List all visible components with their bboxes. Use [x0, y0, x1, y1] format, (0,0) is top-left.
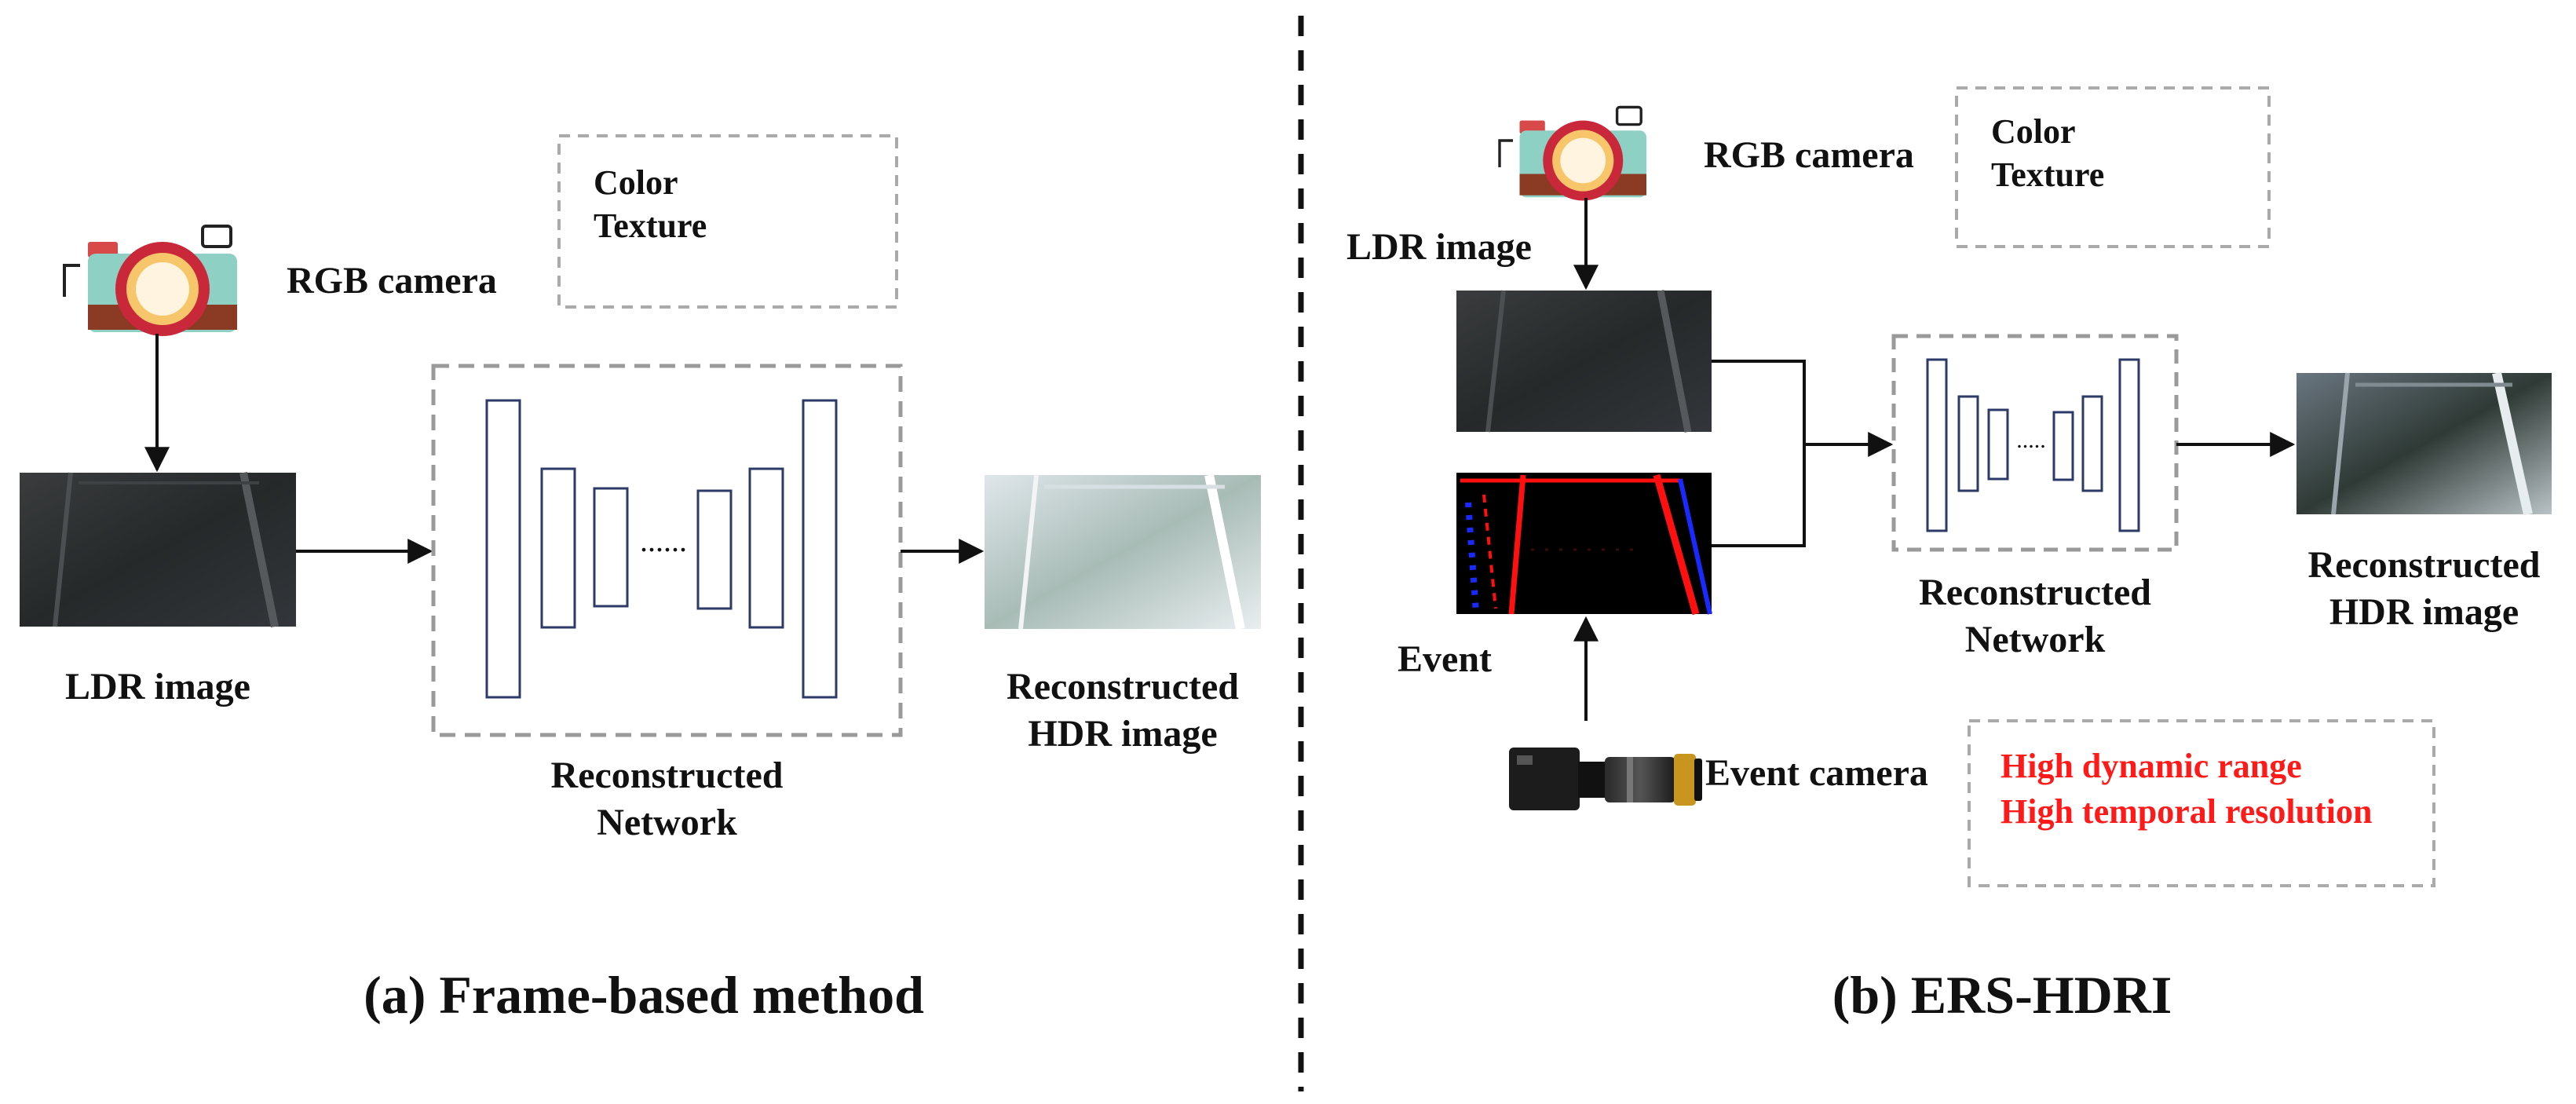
rgb-camera-label-a: RGB camera: [287, 260, 497, 302]
network-layers-a: [485, 399, 838, 699]
event-label: Event: [1398, 638, 1492, 680]
hdr-image-label-a: Reconstructed HDR image: [1007, 666, 1239, 755]
ldr-image-a: [20, 472, 296, 627]
feature-note-box-b: [1955, 86, 2271, 248]
event-feature-box: [1968, 719, 2435, 887]
event-camera-icon: [1509, 748, 1702, 810]
network-ellipsis-a: ......: [640, 523, 687, 558]
hdr-image-b: [2296, 371, 2552, 516]
network-layers-b: [1926, 358, 2140, 532]
network-label-a: Reconstructed Network: [550, 755, 784, 843]
event-feature-2: High temporal resolution: [2001, 792, 2373, 831]
ldr-image-b: [1456, 290, 1712, 433]
ldr-image-label-a: LDR image: [65, 666, 250, 707]
event-camera-label: Event camera: [1705, 752, 1928, 794]
rgb-camera-icon: [63, 225, 237, 336]
hdr-image-a: [985, 473, 1261, 631]
caption-a: (a) Frame-based method: [364, 965, 924, 1025]
feature-note-box-a: [557, 134, 898, 309]
hdr-image-label-b: Reconstructed HDR image: [2307, 544, 2541, 633]
event-image: [1456, 473, 1712, 616]
feature-note-a: Color Texture: [594, 163, 707, 245]
rgb-camera-icon-b: [1498, 105, 1646, 201]
network-box-a: [431, 364, 903, 737]
rgb-camera-label-b: RGB camera: [1704, 134, 1914, 176]
event-feature-1: High dynamic range: [2001, 747, 2302, 785]
network-label-b: Reconstructed Network: [1919, 572, 2151, 660]
network-ellipsis-b: .....: [2016, 427, 2046, 453]
feature-note-b: Color Texture: [1991, 112, 2105, 194]
caption-b: (b) ERS-HDRI: [1832, 965, 2172, 1025]
fusion-connector: [1712, 360, 1806, 547]
ldr-image-label-b: LDR image: [1346, 226, 1532, 268]
